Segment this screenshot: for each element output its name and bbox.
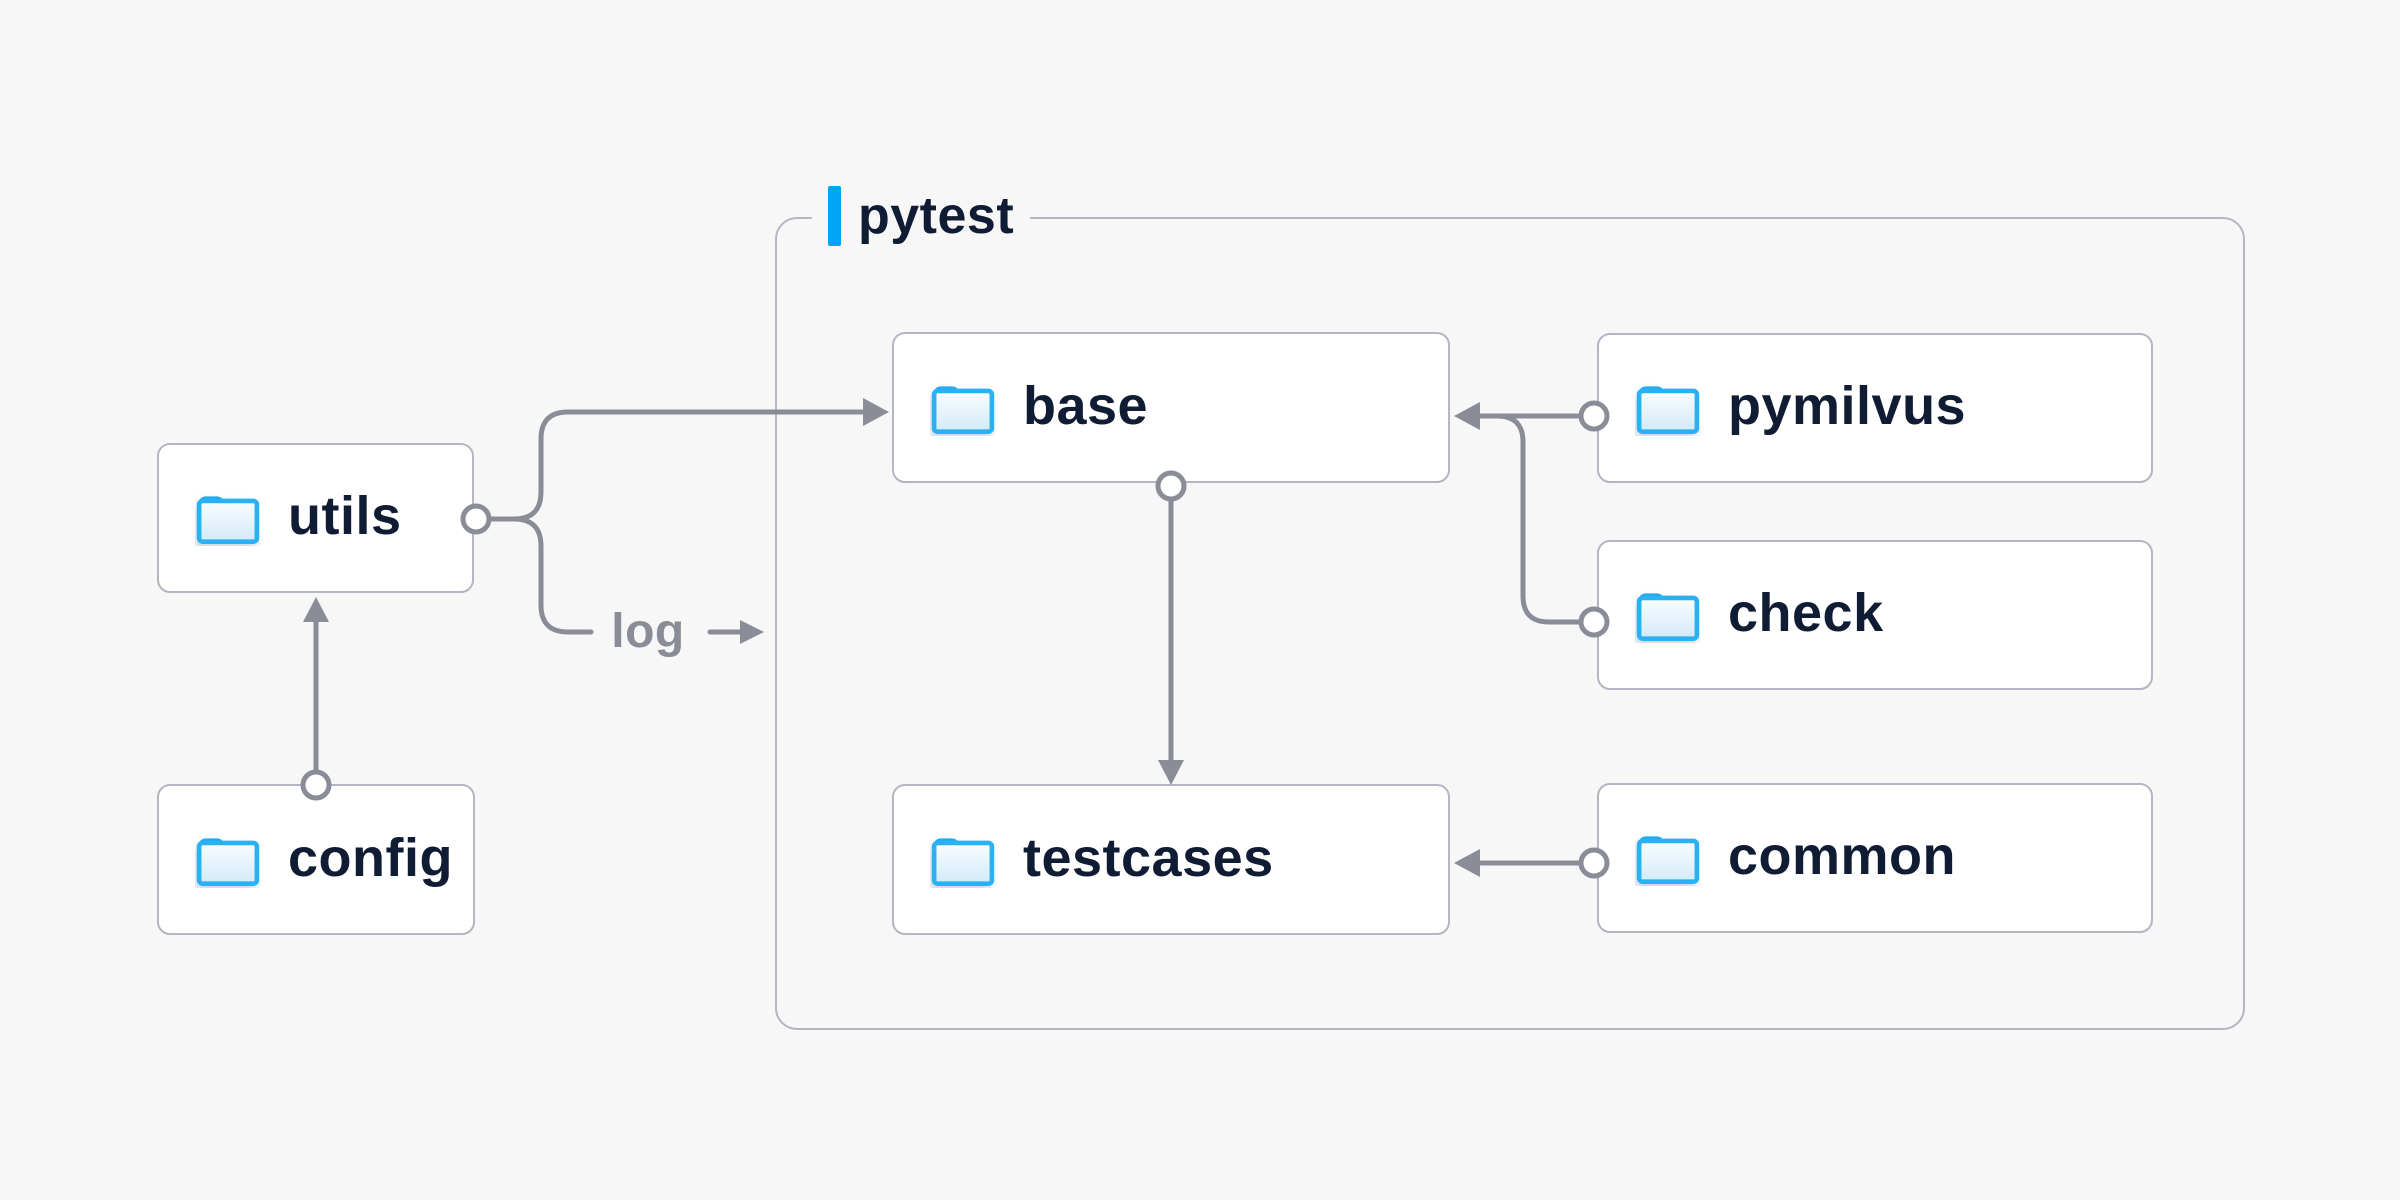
node-label: check [1728,583,1884,643]
node-label: config [288,827,453,888]
node-label: pymilvus [1728,376,1967,436]
node-label: testcases [1023,827,1274,888]
folder-icon [195,490,261,546]
pytest-container-label: pytest [812,185,1031,247]
folder-icon [195,832,261,888]
edge-label-log: log [611,605,685,658]
node-label: common [1728,826,1957,886]
container-label-text: pytest [858,187,1015,245]
pytest-container [775,217,2245,1030]
node-utils: utils [157,443,474,593]
node-common: common [1597,783,2153,933]
folder-icon [1635,380,1701,436]
arrowhead-into-utils-bottom [303,597,329,622]
node-base: base [892,332,1450,483]
node-label: utils [288,486,402,546]
folder-icon [1635,587,1701,643]
folder-icon [930,380,996,436]
node-label: base [1023,375,1149,436]
node-config: config [157,784,475,935]
folder-icon [930,832,996,888]
node-pymilvus: pymilvus [1597,333,2153,483]
accent-bar-icon [828,186,841,246]
arrowhead-log-into-container [740,620,764,644]
folder-icon [1635,830,1701,886]
node-testcases: testcases [892,784,1450,935]
node-check: check [1597,540,2153,690]
edge-utils-log [511,516,594,635]
